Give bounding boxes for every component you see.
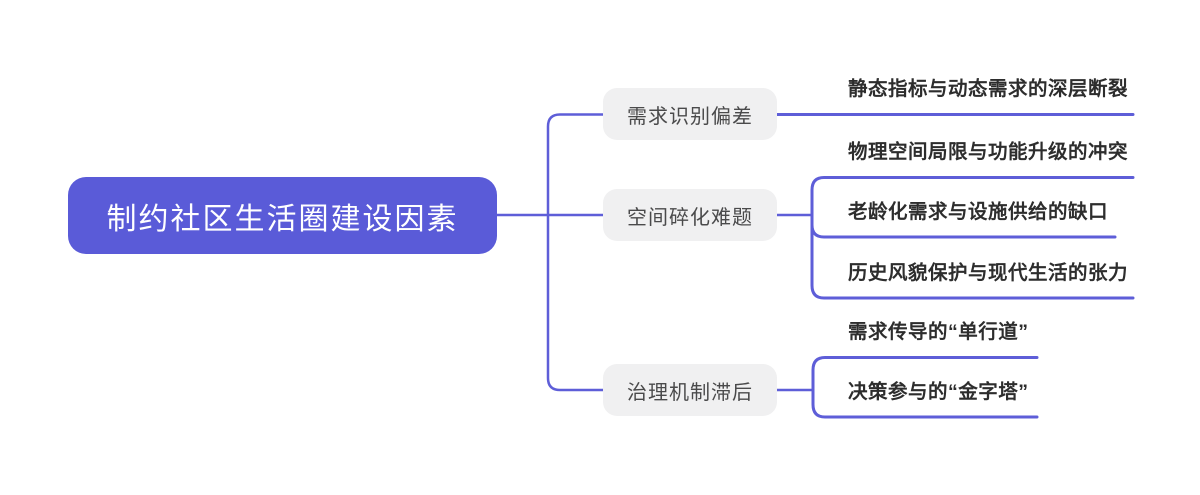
leaf-node-label: 老龄化需求与设施供给的缺口 bbox=[848, 201, 1109, 223]
leaf-node-label: 物理空间局限与功能升级的冲突 bbox=[848, 141, 1129, 163]
connector-branch2-leaf4 bbox=[810, 213, 1135, 300]
leaf-node[interactable]: 决策参与的“金字塔” bbox=[848, 380, 1029, 404]
branch-node-governance-lag[interactable]: 治理机制滞后 bbox=[603, 364, 777, 416]
branch-node-label: 空间碎化难题 bbox=[627, 206, 753, 229]
leaf-node[interactable]: 历史风貌保护与现代生活的张力 bbox=[848, 261, 1128, 285]
connector-branch3-leaf5 bbox=[811, 356, 1039, 392]
root-node-label: 制约社区生活圈建设因素 bbox=[106, 202, 459, 236]
leaf-node[interactable]: 老龄化需求与设施供给的缺口 bbox=[848, 200, 1108, 224]
branch-node-label: 需求识别偏差 bbox=[627, 105, 753, 128]
branch-node-space-fragmentation[interactable]: 空间碎化难题 bbox=[603, 189, 777, 241]
leaf-node[interactable]: 物理空间局限与功能升级的冲突 bbox=[848, 140, 1128, 164]
leaf-node-label: 静态指标与动态需求的深层断裂 bbox=[848, 78, 1129, 100]
leaf-node-label: 需求传导的“单行道” bbox=[848, 321, 1029, 343]
leaf-node[interactable]: 静态指标与动态需求的深层断裂 bbox=[848, 77, 1128, 101]
branch-node-demand-recognition[interactable]: 需求识别偏差 bbox=[603, 88, 777, 140]
leaf-node[interactable]: 需求传导的“单行道” bbox=[848, 320, 1029, 344]
connector-branch3-leaf6 bbox=[811, 388, 1039, 419]
connector-branch2-leaf2 bbox=[810, 176, 1135, 217]
root-node[interactable]: 制约社区生活圈建设因素 bbox=[68, 177, 497, 254]
leaf-node-label: 决策参与的“金字塔” bbox=[848, 381, 1029, 403]
branch-node-label: 治理机制滞后 bbox=[627, 381, 753, 404]
leaf-node-label: 历史风貌保护与现代生活的张力 bbox=[848, 262, 1129, 284]
connector-trunk-level1 bbox=[546, 113, 605, 392]
